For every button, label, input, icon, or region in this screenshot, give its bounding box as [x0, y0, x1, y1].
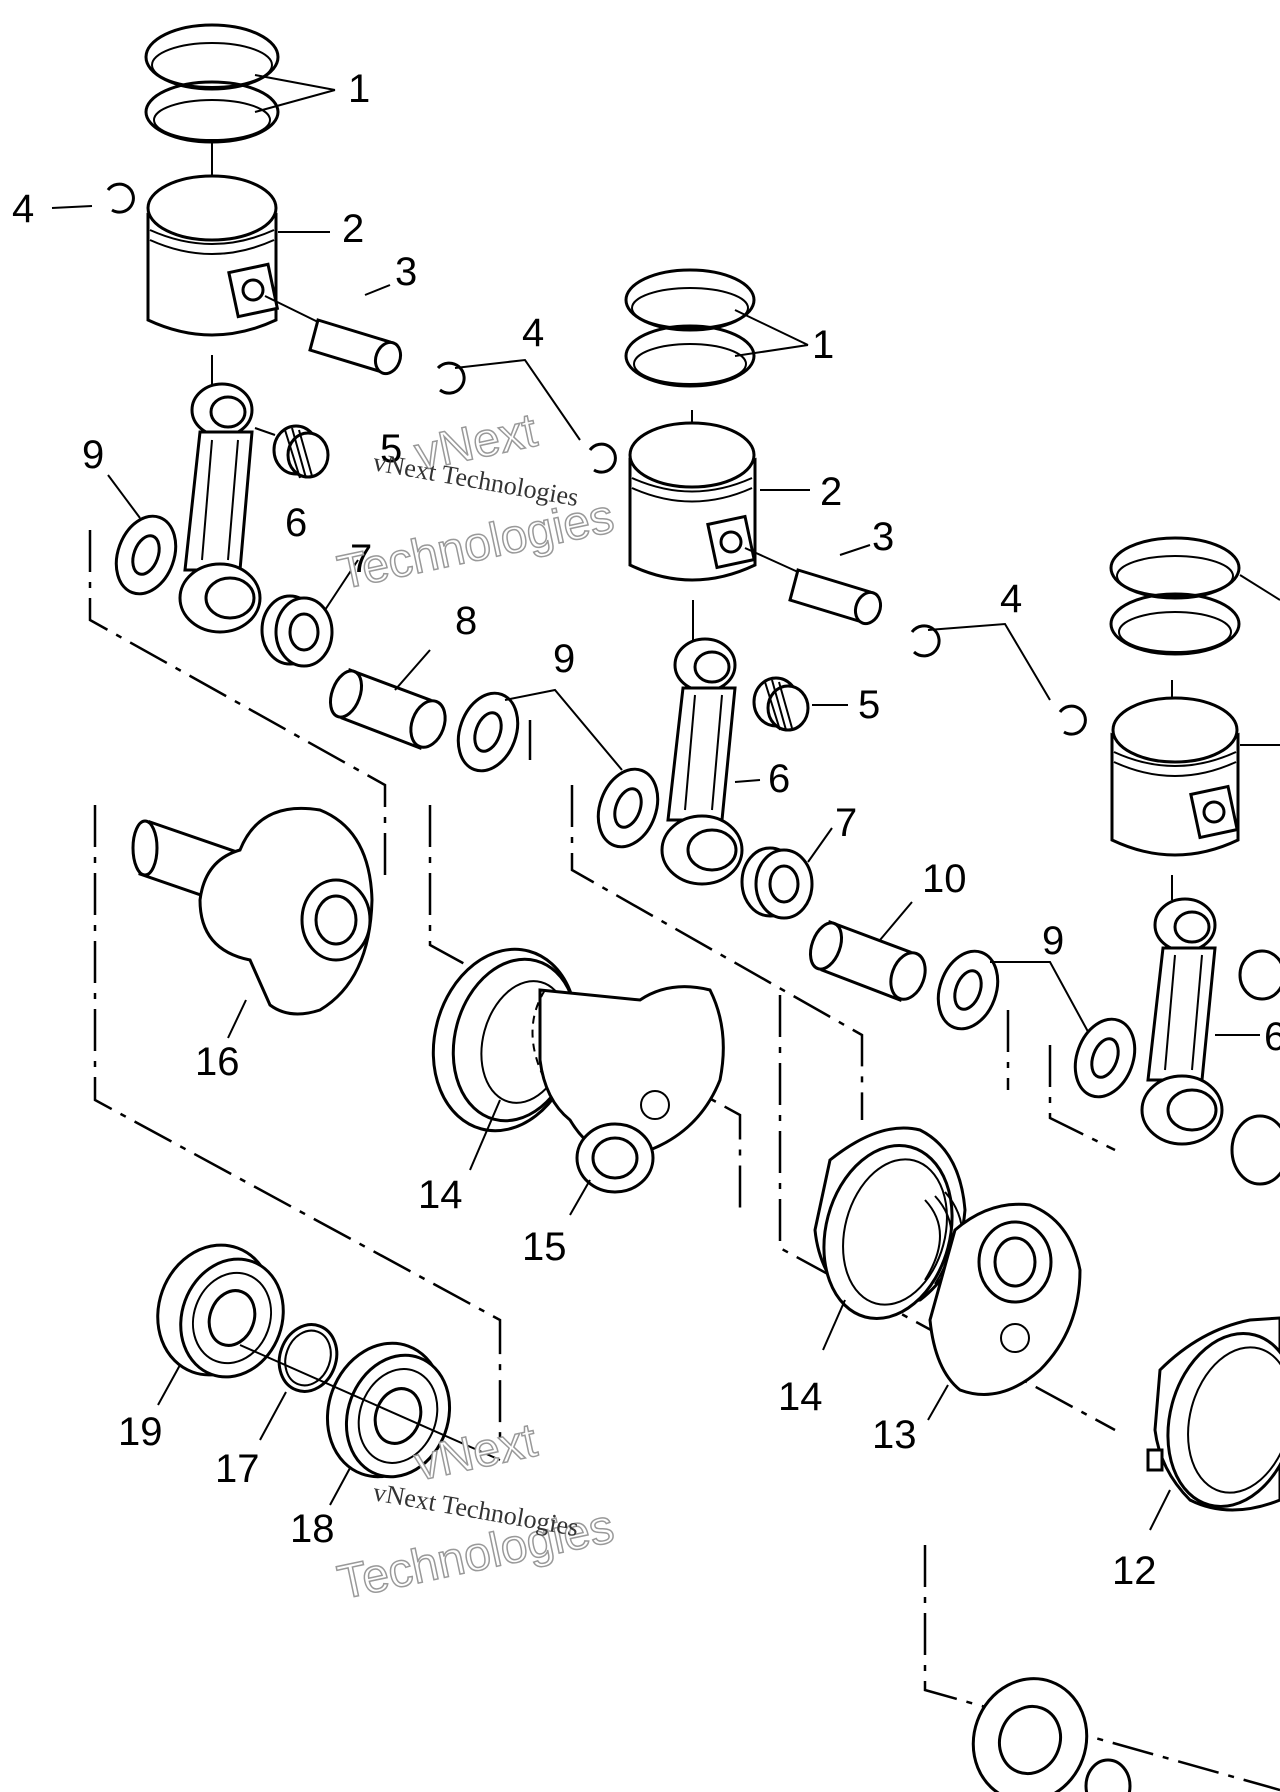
callout-3-middle: 3: [872, 515, 894, 559]
thrust-washer-mid: [456, 688, 660, 849]
piston-pin-middle: [744, 547, 883, 626]
callout-2-left: 2: [342, 207, 364, 251]
callout-6-left: 6: [285, 501, 307, 545]
needle-bearing-large-left: [260, 559, 359, 668]
callout-5-left: 5: [380, 427, 402, 471]
callout-14-left: 14: [418, 1173, 463, 1217]
callout-7-left: 7: [350, 537, 372, 581]
main-bearing-18: [239, 1341, 501, 1506]
crank-web-right: [923, 1316, 1280, 1792]
crank-web-middle: [813, 1126, 1082, 1421]
callout-9-right: 9: [1042, 919, 1064, 963]
piston-right: [1110, 696, 1280, 857]
piston-middle: [628, 421, 757, 582]
callout-16: 16: [195, 1040, 240, 1084]
callout-14-middle: 14: [778, 1375, 823, 1419]
connecting-rod-left: [178, 355, 276, 634]
circlip-left-outer: [51, 182, 135, 214]
connecting-rod-right: [1140, 875, 1280, 1186]
callout-9-left: 9: [82, 433, 104, 477]
crankshaft-end-left: [131, 806, 374, 1039]
callout-13: 13: [872, 1413, 917, 1457]
snap-ring-17: [259, 1323, 339, 1441]
crank-pin-left: [328, 649, 447, 751]
callout-10: 10: [922, 857, 967, 901]
crank-pin-middle: [808, 901, 927, 1003]
thrust-washer-left: [107, 474, 178, 596]
thrust-washer-middle-right: [936, 949, 1137, 1099]
callout-12: 12: [1112, 1549, 1157, 1593]
callout-1-middle: 1: [812, 323, 834, 367]
crank-web-center: [431, 947, 725, 1216]
circlip-middle: [910, 622, 1087, 736]
callout-15: 15: [522, 1225, 567, 1269]
callout-4-middle: 4: [1000, 577, 1022, 621]
main-bearing-19: [156, 1243, 285, 1406]
callout-5-middle: 5: [858, 683, 880, 727]
needle-bearing-small-middle: [752, 676, 848, 732]
callout-2-middle: 2: [820, 470, 842, 514]
callout-9-mid: 9: [553, 637, 575, 681]
piston-pin-left: [264, 295, 403, 376]
piston-left: [146, 174, 280, 337]
callout-1-left: 1: [348, 67, 370, 111]
callout-6-middle: 6: [768, 757, 790, 801]
circlip-left-inner: [436, 358, 617, 474]
callout-labels: 1 2 3 4 4 5 6 7 8 9 9 16 1 2 3 4 5 6 7 1…: [12, 67, 1280, 1593]
callout-6-right: 6: [1264, 1015, 1280, 1059]
piston-rings-middle: [624, 268, 756, 440]
callout-4-left-outer: 4: [12, 187, 34, 231]
piston-rings-left: [144, 23, 280, 200]
callout-18: 18: [290, 1507, 335, 1551]
callout-4-left-inner: 4: [522, 311, 544, 355]
needle-bearing-large-middle: [740, 827, 833, 920]
callout-8: 8: [455, 599, 477, 643]
callout-3-left: 3: [395, 250, 417, 294]
callout-7-middle: 7: [835, 801, 857, 845]
piston-rings-right: [1109, 536, 1280, 715]
assembly-leader-lines-left: [88, 530, 742, 1440]
callout-19: 19: [118, 1410, 163, 1454]
needle-bearing-small-left: [272, 424, 330, 479]
connecting-rod-middle: [660, 600, 761, 886]
callout-17: 17: [215, 1447, 260, 1491]
